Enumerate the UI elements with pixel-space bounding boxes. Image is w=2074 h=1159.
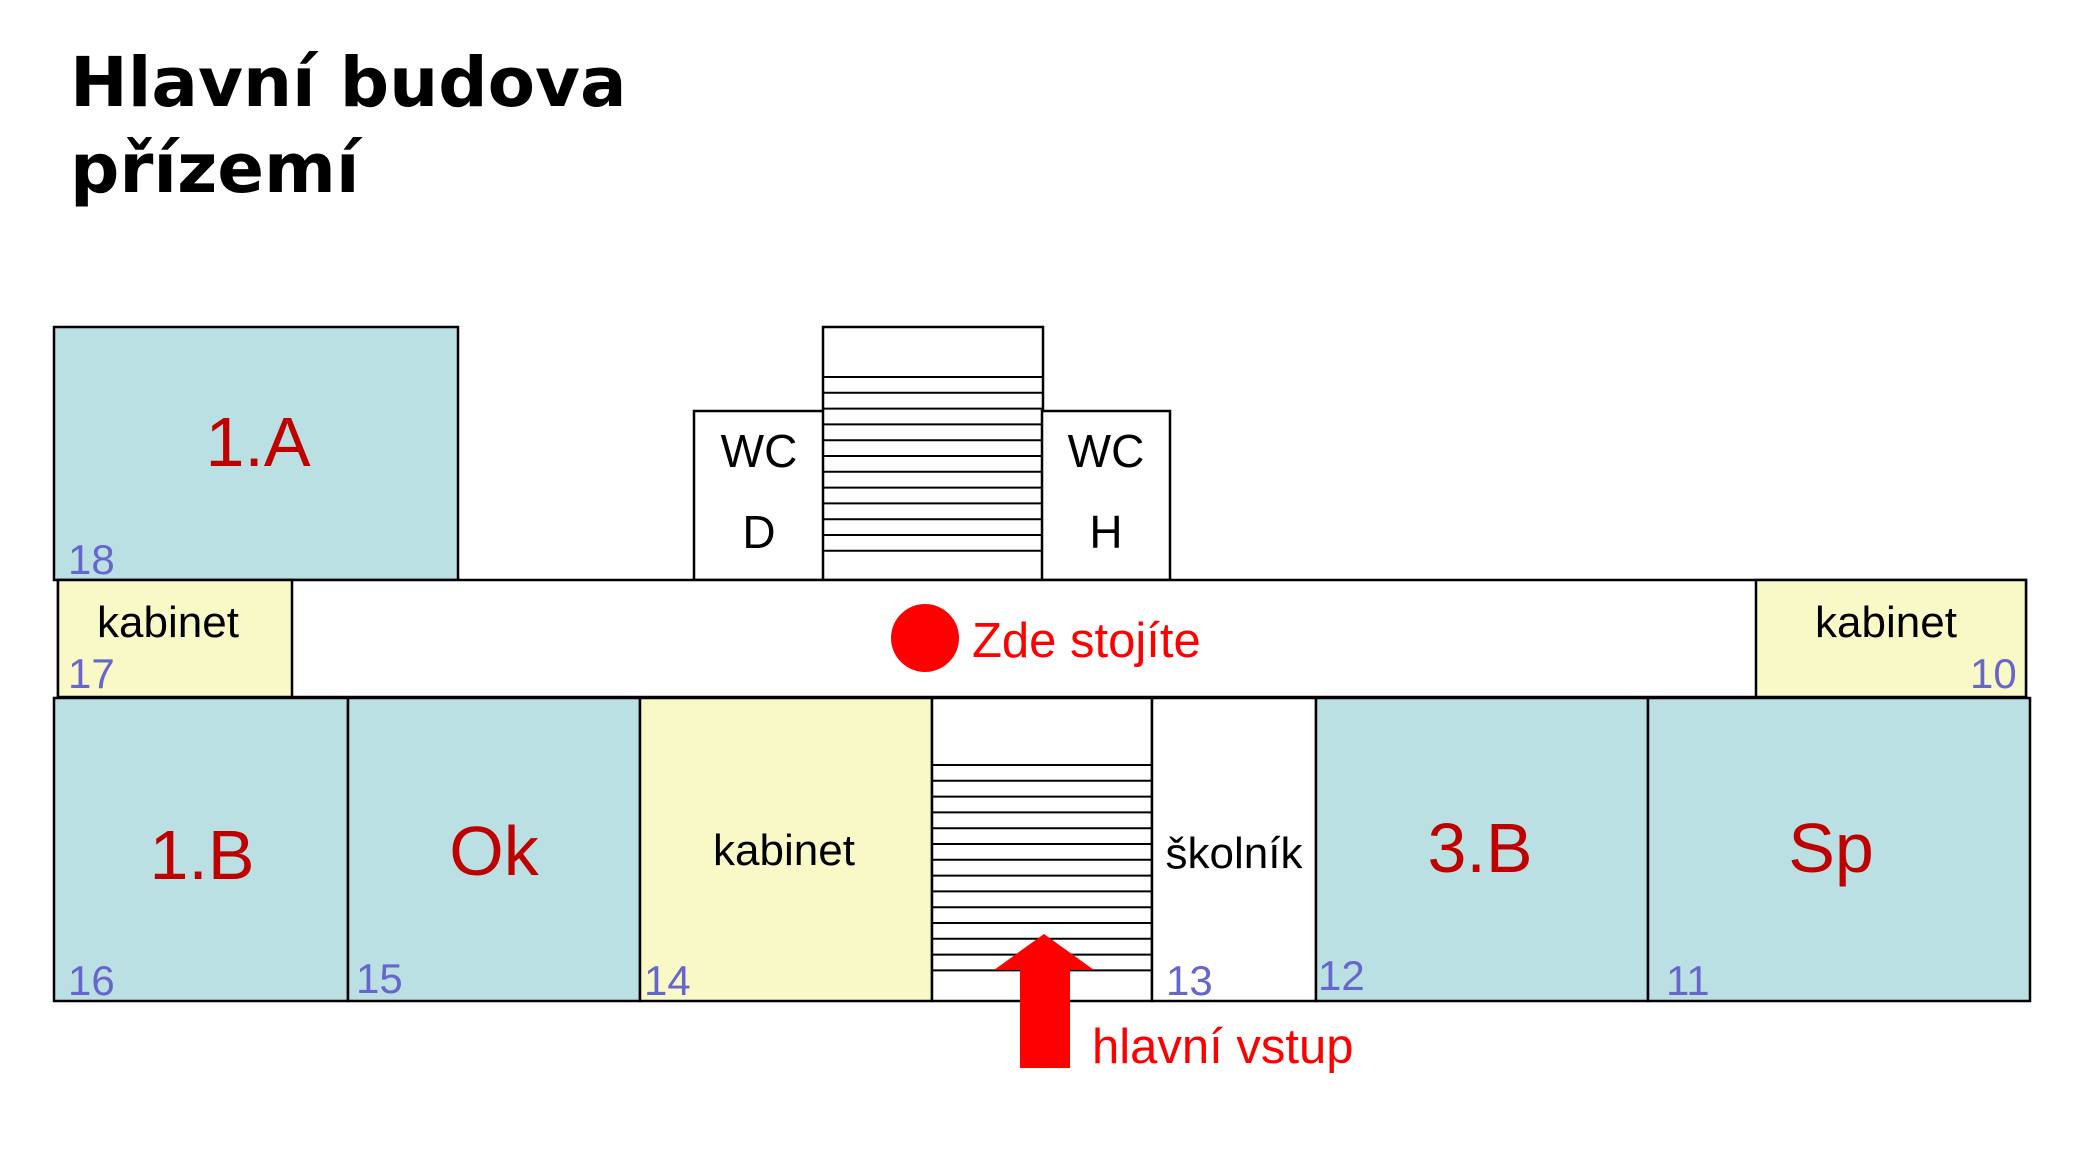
- you-are-here-dot: [891, 604, 959, 672]
- room-16-label: 1.B: [149, 816, 254, 894]
- room-14-label: kabinet: [713, 826, 855, 875]
- room-18[interactable]: 1.A 18: [52, 325, 460, 583]
- title-line-1: Hlavní budova: [70, 43, 627, 123]
- room-17[interactable]: kabinet 17: [56, 578, 294, 699]
- room-15-label: Ok: [449, 812, 539, 890]
- room-11-area: [1646, 696, 2032, 1003]
- room-14[interactable]: kabinet 14: [638, 696, 934, 1004]
- room-10[interactable]: kabinet 10: [1754, 578, 2028, 699]
- wc-women-letter: D: [742, 506, 775, 558]
- room-15-number: 15: [356, 955, 403, 1002]
- upper-staircase-steps: [823, 376, 1043, 552]
- wc-men-label: WC: [1068, 425, 1145, 477]
- room-11[interactable]: Sp 11: [1646, 696, 2032, 1004]
- wc-women[interactable]: WC D: [692, 409, 826, 582]
- room-13[interactable]: školník 13: [1150, 696, 1318, 1004]
- entrance-arrow-icon: [994, 934, 1094, 1068]
- main-staircase-steps: [932, 764, 1152, 972]
- room-13-area: [1150, 696, 1318, 1003]
- room-15-area: [346, 696, 642, 1003]
- room-10-number: 10: [1970, 650, 2017, 697]
- room-11-number: 11: [1666, 957, 1710, 1004]
- room-10-area: [1754, 578, 2028, 699]
- you-are-here-label: Zde stojíte: [972, 614, 1201, 668]
- title-line-2: přízemí: [70, 129, 360, 209]
- room-12-area: [1314, 696, 1650, 1003]
- room-10-label: kabinet: [1815, 598, 1957, 647]
- upper-staircase-area: [821, 325, 1045, 582]
- room-12[interactable]: 3.B 12: [1314, 696, 1650, 1003]
- room-18-label: 1.A: [205, 403, 310, 481]
- corridor: [56, 578, 2028, 699]
- room-12-label: 3.B: [1427, 809, 1532, 887]
- room-13-number: 13: [1166, 957, 1213, 1004]
- room-18-number: 18: [68, 536, 115, 583]
- room-11-label: Sp: [1788, 809, 1874, 887]
- main-entrance-marker: hlavní vstup: [994, 934, 1354, 1074]
- room-14-number: 14: [644, 957, 691, 1004]
- room-17-area: [56, 578, 294, 699]
- room-16-area: [52, 696, 350, 1003]
- wc-men-letter: H: [1089, 506, 1122, 558]
- upper-staircase: [821, 325, 1045, 582]
- page-title: Hlavní budova přízemí: [70, 40, 627, 212]
- room-16[interactable]: 1.B 16: [52, 696, 350, 1004]
- wc-men[interactable]: WC H: [1040, 409, 1172, 582]
- room-12-number: 12: [1318, 952, 1365, 999]
- room-16-number: 16: [68, 957, 115, 1004]
- room-13-label: školník: [1166, 829, 1304, 878]
- entrance-label: hlavní vstup: [1092, 1020, 1354, 1074]
- room-17-label: kabinet: [97, 598, 239, 647]
- wc-women-label: WC: [721, 425, 798, 477]
- you-are-here-marker: Zde stojíte: [891, 604, 1201, 672]
- room-17-number: 17: [68, 650, 115, 697]
- wc-men-area: [1040, 409, 1172, 582]
- room-15[interactable]: Ok 15: [346, 696, 642, 1003]
